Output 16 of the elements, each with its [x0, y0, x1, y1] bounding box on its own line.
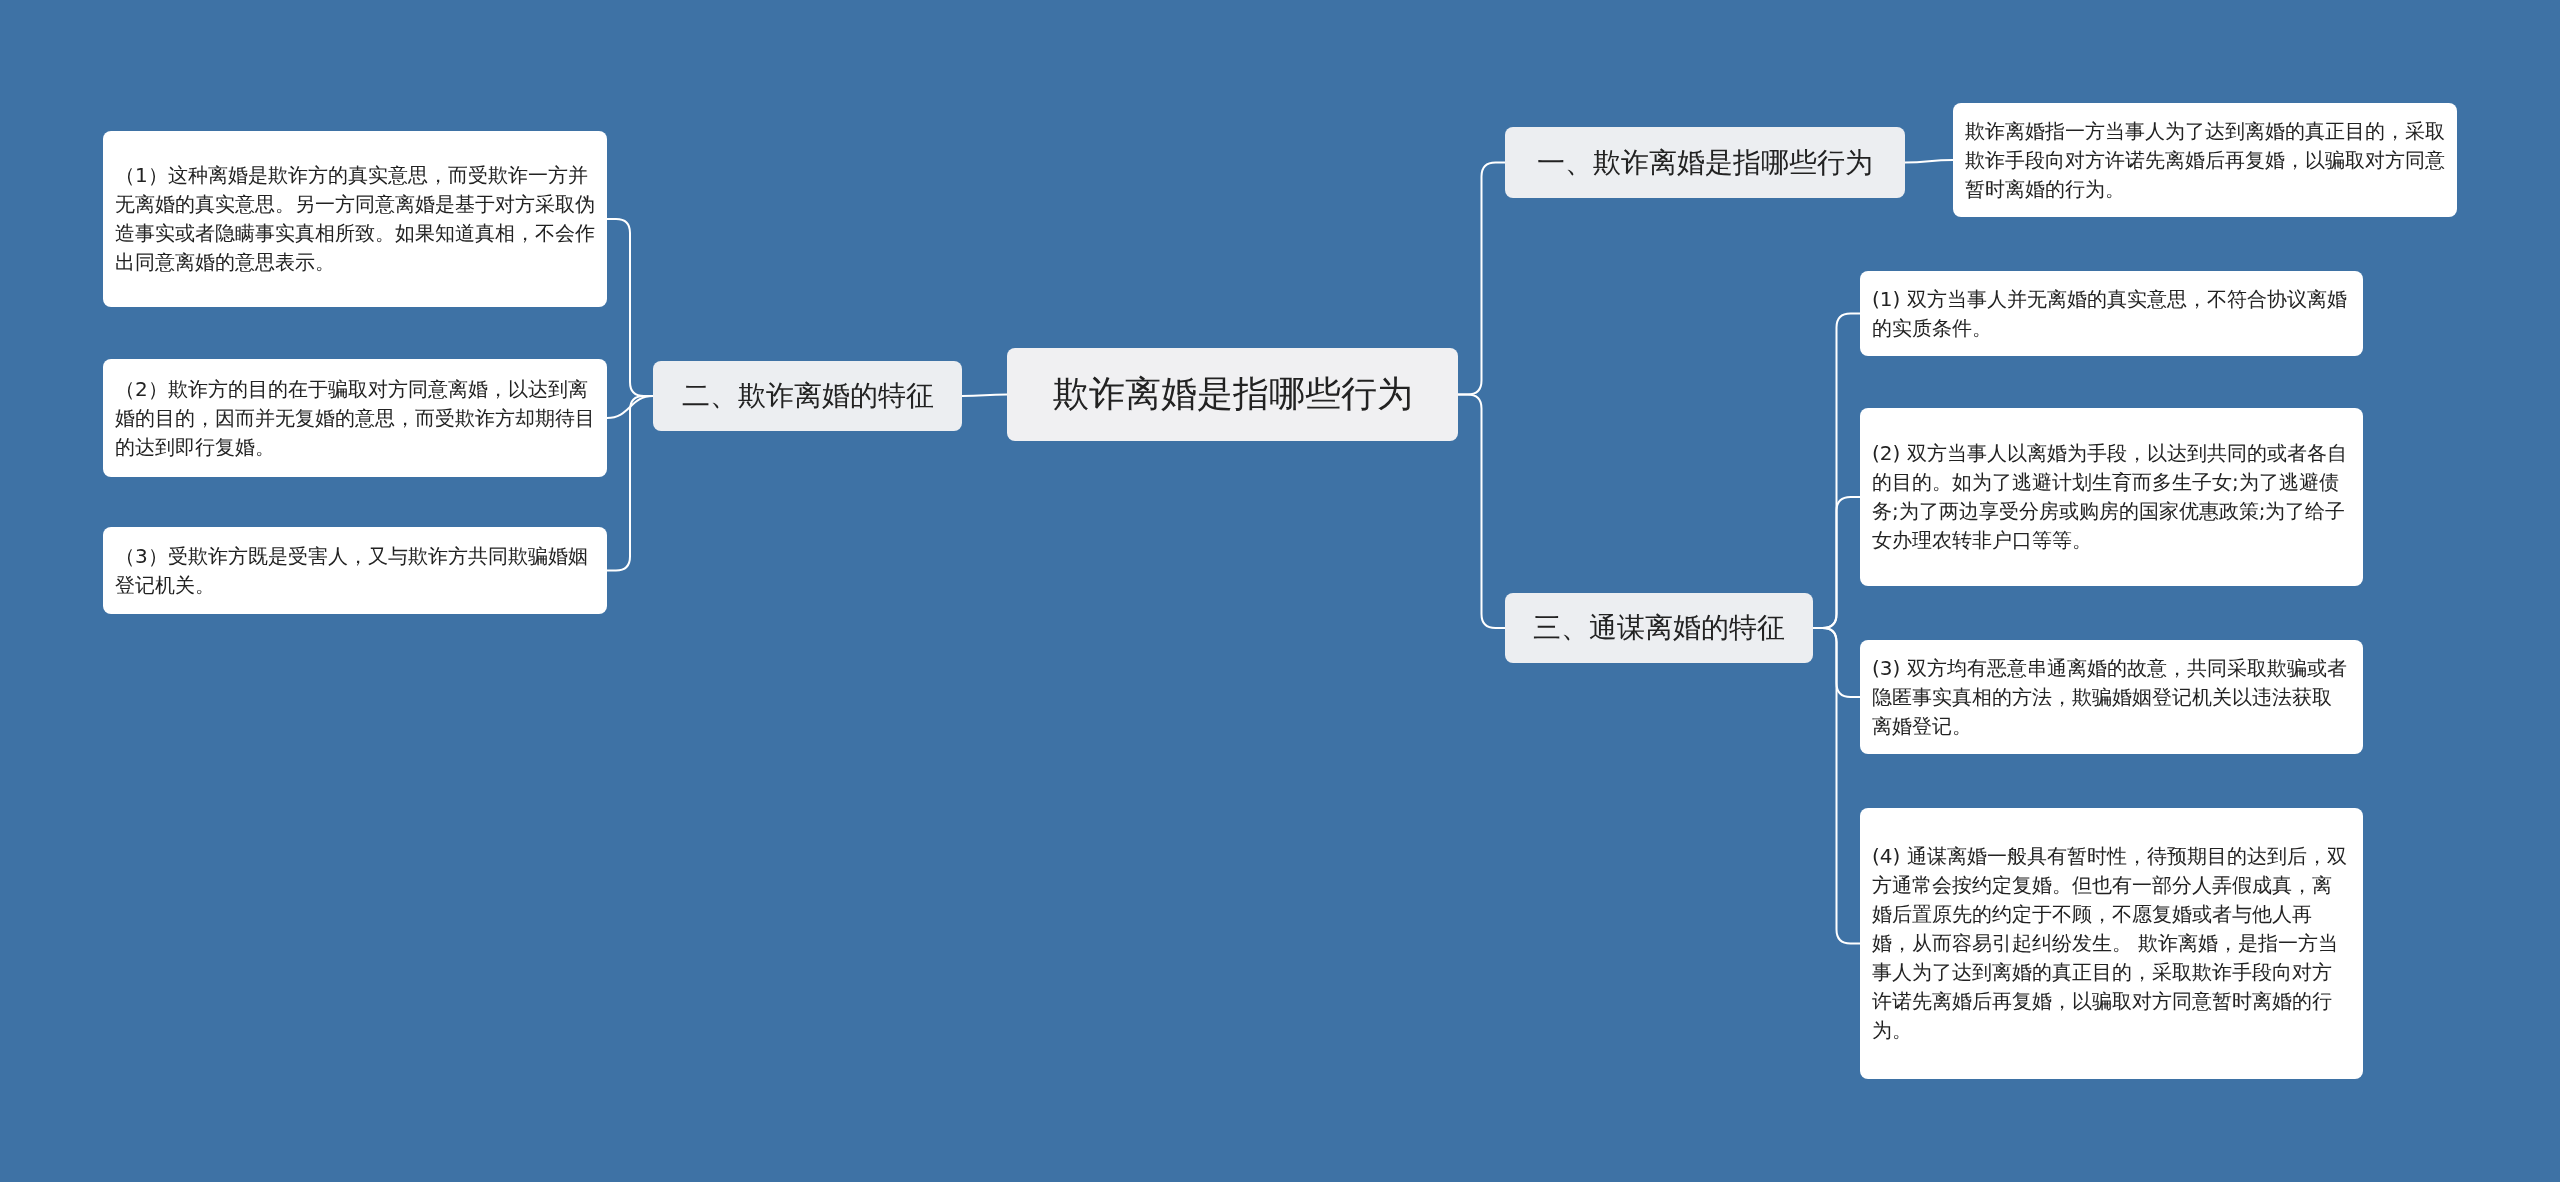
branch-box: 一、欺诈离婚是指哪些行为: [1505, 127, 1905, 198]
connector-line: [961, 393, 1008, 397]
text-box: (2) 双方当事人以离婚为手段，以达到共同的或者各自的目的。如为了逃避计划生育而多生子女;为了逃避债务;为了两边享受分房或购房的国家优惠政策;为了给子女办理农转非户口等等。: [1860, 408, 2363, 586]
connector-line: [1812, 627, 1861, 945]
text-box: (1) 双方当事人并无离婚的真实意思，不符合协议离婚的实质条件。: [1860, 271, 2363, 356]
connector-line: [606, 395, 654, 572]
branch-box: 二、欺诈离婚的特征: [653, 361, 962, 431]
text-box: （1）这种离婚是欺诈方的真实意思，而受欺诈一方并无离婚的真实意思。另一方同意离婚是基于对方采取伪造事实或者隐瞒事实真相所致。如果知道真相，不会作出同意离婚的意思表示。: [103, 131, 607, 307]
text-box: (3) 双方均有恶意串通离婚的故意，共同采取欺骗或者隐匿事实真相的方法，欺骗婚姻登记机关以违法获取离婚登记。: [1860, 640, 2363, 754]
text-box: （2）欺诈方的目的在于骗取对方同意离婚，以达到离婚的目的，因而并无复婚的意思，而受欺诈方却期待目的达到即行复婚。: [103, 359, 607, 477]
text-box: (4) 通谋离婚一般具有暂时性，待预期目的达到后，双方通常会按约定复婚。但也有一部分人弄假成真，离婚后置原先的约定于不顾，不愿复婚或者与他人再婚，从而容易引起纠纷发生。 欺诈离婚，是指一方当事人为了达到离婚的真正目的，采取欺诈手段向对方许诺先离婚后再复婚，以骗取对方同意暂时离婚的行为。: [1860, 808, 2363, 1079]
topic-box: 欺诈离婚是指哪些行为: [1007, 348, 1458, 441]
text-box: （3）受欺诈方既是受害人，又与欺诈方共同欺骗婚姻登记机关。: [103, 527, 607, 614]
branch-box: 三、通谋离婚的特征: [1505, 593, 1813, 663]
text-box: 欺诈离婚指一方当事人为了达到离婚的真正目的，采取欺诈手段向对方许诺先离婚后再复婚，以骗取对方同意暂时离婚的行为。: [1953, 103, 2457, 217]
connector-line: [1904, 159, 1954, 164]
